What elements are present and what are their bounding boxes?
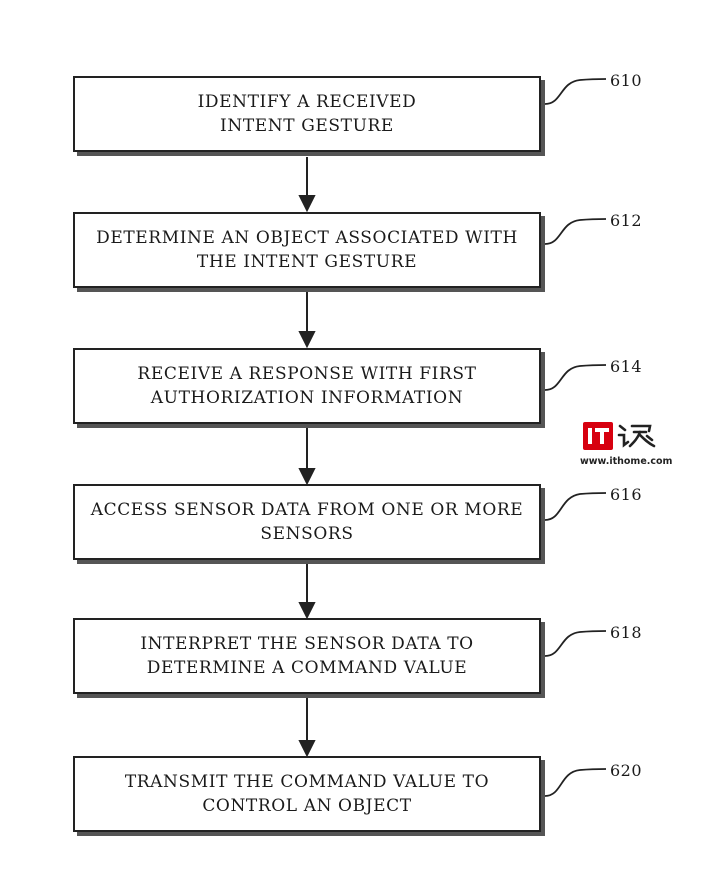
step-618-ref: 618 [610, 623, 643, 642]
step-612-text: DETERMINE AN OBJECT ASSOCIATED WITH THE … [96, 228, 518, 272]
step-620-box: TRANSMIT THE COMMAND VALUE TO CONTROL AN… [73, 756, 541, 832]
arrow-614-616 [298, 428, 316, 486]
step-610-ref: 610 [610, 71, 643, 90]
step-612-ref: 612 [610, 211, 643, 230]
step-620-text: TRANSMIT THE COMMAND VALUE TO CONTROL AN… [124, 772, 490, 816]
ithome-watermark: www.ithome.com [580, 422, 672, 470]
step-618-text: INTERPRET THE SENSOR DATA TO DETERMINE A… [140, 634, 474, 678]
ithome-logo-icon [583, 422, 613, 450]
leader-618 [544, 630, 607, 657]
leader-616 [544, 492, 607, 521]
step-618-box: INTERPRET THE SENSOR DATA TO DETERMINE A… [73, 618, 541, 694]
leader-612 [544, 218, 607, 245]
step-612-box: DETERMINE AN OBJECT ASSOCIATED WITH THE … [73, 212, 541, 288]
step-610-text: IDENTIFY A RECEIVED INTENT GESTURE [197, 92, 417, 136]
step-610-box: IDENTIFY A RECEIVED INTENT GESTURE [73, 76, 541, 152]
step-620-ref: 620 [610, 761, 643, 780]
arrow-610-612 [298, 157, 316, 213]
arrow-612-614 [298, 292, 316, 349]
ithome-url: www.ithome.com [580, 456, 673, 467]
leader-610 [544, 78, 607, 105]
step-616-box: ACCESS SENSOR DATA FROM ONE OR MORE SENS… [73, 484, 541, 560]
leader-620 [544, 768, 607, 797]
step-614-text: RECEIVE A RESPONSE WITH FIRST AUTHORIZAT… [137, 364, 477, 408]
arrow-618-620 [298, 697, 316, 758]
arrow-616-618 [298, 563, 316, 620]
step-614-box: RECEIVE A RESPONSE WITH FIRST AUTHORIZAT… [73, 348, 541, 424]
step-616-text: ACCESS SENSOR DATA FROM ONE OR MORE SENS… [90, 500, 524, 544]
leader-614 [544, 364, 607, 391]
step-616-ref: 616 [610, 485, 643, 504]
ithome-logo-glyphs-icon [617, 424, 656, 448]
step-614-ref: 614 [610, 357, 643, 376]
